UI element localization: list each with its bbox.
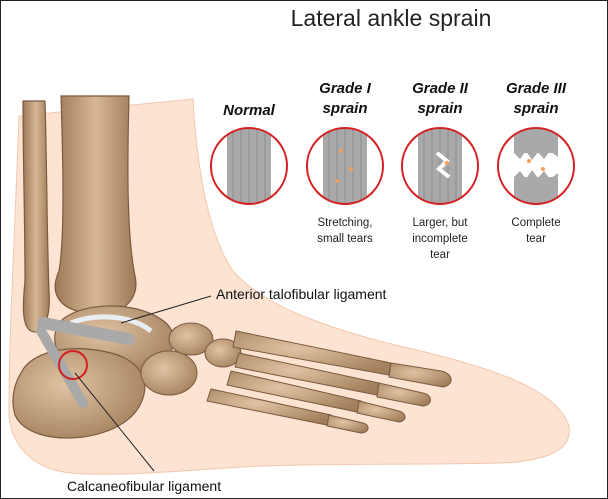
grade-circle-grade-1 (306, 127, 384, 205)
tibia-bone (54, 95, 137, 315)
grade-label-grade-1: Grade I sprain (295, 79, 395, 119)
grade-desc-line3: tear (430, 249, 450, 261)
toe-4 (326, 414, 369, 434)
grade-label-line2: sprain (322, 100, 368, 117)
grade-label-line1: Grade II (412, 80, 468, 97)
grade-desc-grade-1: Stretching, small tears (290, 215, 400, 247)
calcaneofibular-label: Calcaneofibular ligament (67, 478, 222, 494)
grade-label-grade-3: Grade III sprain (486, 79, 586, 119)
cuboid-bone (140, 350, 198, 396)
grade-desc-line2: incomplete (412, 233, 468, 245)
diagram-title: Lateral ankle sprain (290, 5, 492, 31)
toe-2 (376, 382, 431, 407)
grade-desc-grade-2: Larger, but incomplete tear (385, 215, 495, 263)
grade-circle-normal (210, 127, 288, 205)
toe-1 (388, 362, 452, 388)
fibula-bone (22, 100, 50, 333)
grade-desc-line2: tear (526, 233, 546, 245)
anterior-leader-line (120, 295, 212, 324)
grade-circle-grade-3 (497, 127, 575, 205)
ankle-cartilage (70, 314, 153, 334)
grade-label-line2: sprain (417, 100, 463, 117)
grade-desc-line1: Stretching, (317, 217, 373, 229)
toe-3 (356, 400, 406, 423)
calcaneofibular-leader-line (74, 372, 155, 472)
grade-circle-grade-2 (401, 127, 479, 205)
grade-label-normal: Normal (199, 101, 299, 121)
sprain-highlight-circle (58, 350, 88, 380)
grade-desc-line1: Larger, but (412, 217, 468, 229)
navicular-bone (168, 322, 214, 356)
grade-desc-grade-3: Complete tear (481, 215, 591, 247)
grade-label-grade-2: Grade II sprain (390, 79, 490, 119)
grade-desc-line2: small tears (317, 233, 373, 245)
calcaneofibular-ligament (36, 326, 88, 408)
grade-label-line1: Grade III (505, 80, 567, 97)
anterior-talofibular-label: Anterior talofibular ligament (216, 286, 387, 302)
grade-label-line1: Normal (223, 102, 275, 119)
anterior-talofibular-ligament (37, 317, 135, 345)
grade-desc-line1: Complete (511, 217, 561, 229)
grade-label-line2: sprain (513, 100, 559, 117)
grade-label-line1: Grade I (319, 80, 371, 97)
